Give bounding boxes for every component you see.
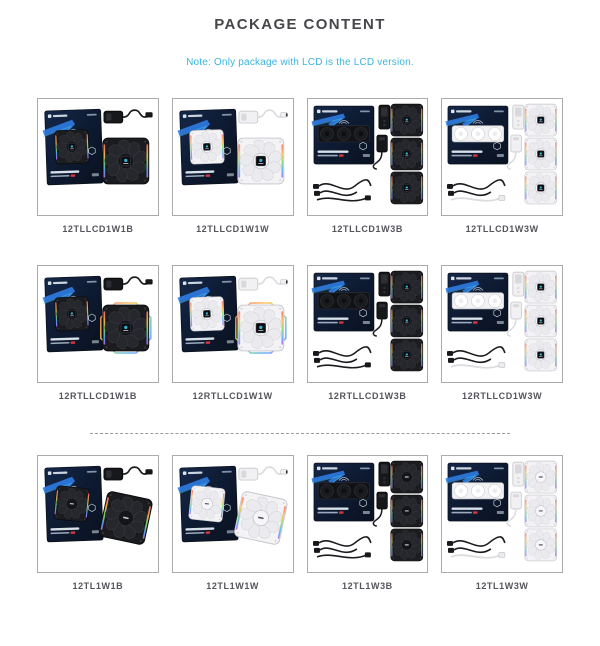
product-model-label: 12TL1W3W: [475, 581, 529, 592]
lcd-note: Note: Only package with LCD is the LCD v…: [186, 56, 414, 68]
product-photo: [306, 455, 429, 574]
product-model-label: 12TLLCD1W1W: [196, 223, 270, 234]
product-model-label: 12TLLCD1W3W: [465, 223, 539, 234]
product-model-label: 12TLLCD1W3B: [331, 223, 403, 234]
product-card: 12RTLLCD1W1B: [37, 265, 159, 402]
product-model-label: 12RTLLCD1W1W: [192, 391, 273, 402]
product-card: 12RTLLCD1W1W: [171, 265, 294, 402]
product-photo: [306, 265, 429, 384]
product-photo: [37, 265, 159, 384]
product-card: 12TL1W1B: [37, 455, 159, 592]
product-card: 12TLLCD1W1W: [171, 97, 294, 235]
product-model-label: 12RTLLCD1W3B: [328, 391, 407, 402]
page-title: PACKAGE CONTENT: [214, 16, 386, 33]
product-model-label: 12RTLLCD1W1B: [58, 391, 137, 402]
product-row: 12RTLLCD1W1B 12RTLLCD1W1W 12RTLLCD1W3B 12RT…: [37, 265, 563, 402]
product-card: 12RTLLCD1W3W: [441, 265, 563, 402]
product-photo: [171, 97, 294, 216]
product-photo: [171, 455, 294, 574]
product-row: 12TLLCD1W1B 12TLLCD1W1W 12TLLCD1W3B 12TLLCD…: [37, 97, 563, 235]
product-card: 12TLLCD1W3B: [306, 97, 429, 235]
product-photo: [306, 97, 429, 216]
product-card: 12TL1W3B: [306, 455, 429, 592]
product-card: 12TL1W1W: [171, 455, 294, 592]
product-row: 12TL1W1B 12TL1W1W 12TL1W3B 12TL1W3W: [37, 455, 563, 592]
product-card: 12TLLCD1W3W: [441, 97, 563, 235]
product-card: 12RTLLCD1W3B: [306, 265, 429, 402]
product-photo: [37, 97, 159, 216]
product-photo: [441, 455, 563, 574]
dashed-divider: [90, 433, 510, 435]
page-header: PACKAGE CONTENT Note: Only package with …: [0, 16, 600, 68]
product-photo: [441, 97, 563, 216]
product-model-label: 12TL1W1B: [72, 581, 124, 592]
product-card: 12TLLCD1W1B: [37, 97, 159, 235]
product-model-label: 12RTLLCD1W3W: [462, 391, 543, 402]
product-photo: [37, 455, 159, 574]
package-grid: 12TLLCD1W1B 12TLLCD1W1W 12TLLCD1W3B 12TLLCD…: [0, 97, 600, 592]
product-photo: [171, 265, 294, 384]
product-model-label: 12TLLCD1W1B: [62, 223, 134, 234]
product-model-label: 12TL1W1W: [206, 581, 260, 592]
product-photo: [441, 265, 563, 384]
product-model-label: 12TL1W3B: [341, 581, 393, 592]
product-card: 12TL1W3W: [441, 455, 563, 592]
